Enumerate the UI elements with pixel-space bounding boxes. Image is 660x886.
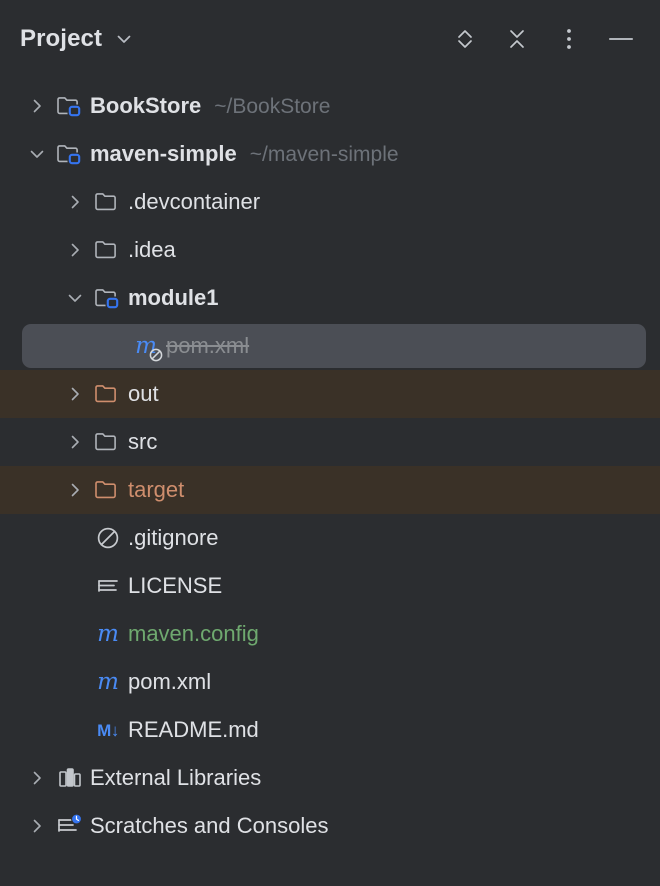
tree-node-scratches-and-consoles[interactable]: Scratches and Consoles [0,802,660,850]
tool-window-header: Project [0,0,660,78]
chevron-down-icon[interactable] [60,289,90,307]
tree-node-bookstore[interactable]: BookStore ~/BookStore [0,82,660,130]
markdown-icon: M↓ [97,720,119,740]
folder-excluded-icon [90,379,126,409]
tree-node-label: .idea [128,237,176,262]
tree-node-maven-simple[interactable]: maven-simple ~/maven-simple [0,130,660,178]
tree-node-devcontainer[interactable]: .devcontainer [0,178,660,226]
chevron-right-icon[interactable] [60,385,90,403]
scratches-icon [52,811,88,841]
tree-node-gitignore[interactable]: .gitignore [0,514,660,562]
tree-node-label: .gitignore [128,525,219,550]
module-folder-icon [90,283,126,313]
chevron-right-icon[interactable] [22,817,52,835]
tree-node-label: pom.xml [166,333,250,358]
folder-excluded-icon [90,475,126,505]
tree-node-idea[interactable]: .idea [0,226,660,274]
module-folder-icon [52,139,88,169]
chevron-down-icon[interactable] [115,30,133,48]
tree-node-label: pom.xml [128,669,212,694]
vertical-dots-icon[interactable] [556,26,582,52]
chevron-right-icon[interactable] [60,433,90,451]
tree-node-label: External Libraries [90,765,262,790]
tree-node-module1[interactable]: module1 [0,274,660,322]
tree-node-label: .devcontainer [128,189,261,214]
tree-node-label: target [128,477,185,502]
chevron-down-icon[interactable] [22,145,52,163]
expand-all-button[interactable] [452,26,478,52]
chevron-right-icon[interactable] [60,241,90,259]
tree-node-maven-config[interactable]: m maven.config [0,610,660,658]
libraries-icon [52,763,88,793]
tree-node-pom-xml[interactable]: m pom.xml [0,658,660,706]
ignore-file-icon [90,524,126,552]
minus-icon[interactable] [608,26,634,52]
header-action-group [452,26,638,52]
tree-node-label: maven-simple [90,141,237,166]
tree-node-label: README.md [128,717,259,742]
tree-node-target[interactable]: target [0,466,660,514]
tree-node-out[interactable]: out [0,370,660,418]
tree-node-label: Scratches and Consoles [90,813,329,838]
collapse-all-button[interactable] [504,26,530,52]
tree-node-external-libraries[interactable]: External Libraries [0,754,660,802]
page-title: Project [20,25,103,52]
project-tree[interactable]: BookStore ~/BookStore maven-simple ~/maven-… [0,78,660,886]
tree-node-label: module1 [128,285,219,310]
tree-node-label: out [128,381,159,406]
tree-node-label: LICENSE [128,573,223,598]
tree-node-label: maven.config [128,621,259,646]
chevron-right-icon[interactable] [22,97,52,115]
tree-node-path: ~/maven-simple [249,142,399,166]
text-file-icon [90,572,126,600]
tree-node-label: src [128,429,158,454]
maven-ignored-icon: m [128,334,164,361]
tree-node-license[interactable]: LICENSE [0,562,660,610]
maven-icon: m [97,668,119,695]
chevron-right-icon[interactable] [60,193,90,211]
folder-icon [90,187,126,217]
maven-icon: m [97,620,119,647]
chevron-right-icon[interactable] [60,481,90,499]
tree-node-src[interactable]: src [0,418,660,466]
module-folder-icon [52,91,88,121]
folder-icon [90,427,126,457]
tree-node-label: BookStore [90,93,202,118]
tree-node-readme-md[interactable]: M↓ README.md [0,706,660,754]
tree-node-path: ~/BookStore [214,94,331,118]
folder-icon [90,235,126,265]
chevron-right-icon[interactable] [22,769,52,787]
